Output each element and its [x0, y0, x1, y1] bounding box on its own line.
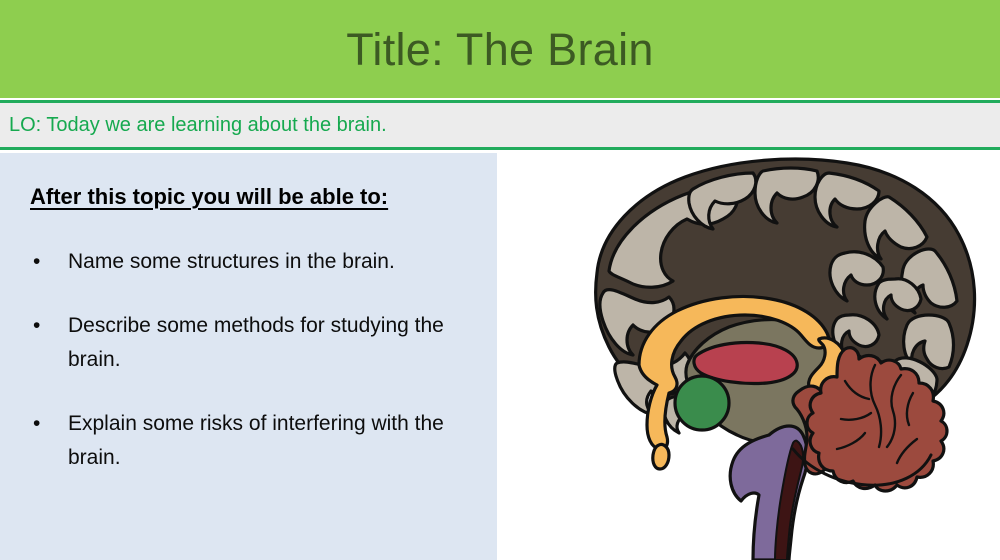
hypothalamus: [673, 374, 731, 432]
cortex-gyrus-parietal-3: [831, 313, 881, 357]
corpus-callosum: [637, 294, 831, 451]
objectives-list: • Name some structures in the brain. • D…: [0, 245, 497, 505]
cerebellum: [805, 346, 949, 493]
bullet-marker: •: [33, 412, 41, 435]
bullet-marker: •: [33, 250, 41, 273]
brainstem-channel: [774, 439, 805, 560]
objectives-heading: After this topic you will be able to:: [30, 184, 389, 209]
cortex-gyrus-superior-3: [813, 171, 881, 229]
cortex-gyrus-frontal-mid: [598, 288, 676, 357]
cortex-gyrus-posterior-1: [899, 247, 959, 315]
list-item-text: Describe some methods for studying the b…: [68, 314, 444, 371]
brain-diagram-icon: [594, 157, 977, 560]
list-item: • Name some structures in the brain.: [0, 245, 497, 279]
bullet-marker: •: [33, 314, 41, 337]
list-item: • Explain some risks of interfering with…: [0, 407, 497, 475]
cortex-gyrus-superior-2: [753, 166, 820, 225]
cerebellum-outer-shell-edge: [791, 447, 933, 487]
cerebellum-folia: [835, 363, 919, 465]
title-banner: Title: The Brain: [0, 0, 1000, 98]
learning-objective-bar: LO: Today we are learning about the brai…: [0, 100, 1000, 150]
list-item-text: Explain some risks of interfering with t…: [68, 412, 444, 469]
corpus-callosum-drip: [651, 442, 671, 471]
cortex-gyrus-superior-1: [687, 171, 758, 231]
learning-objective-text: LO: Today we are learning about the brai…: [9, 114, 387, 136]
cortex-gyrus-posterior-2: [902, 313, 956, 371]
page-title: Title: The Brain: [346, 23, 654, 75]
list-item-text: Name some structures in the brain.: [68, 250, 395, 273]
cortex-gyrus-parietal-2: [873, 277, 923, 321]
cortex-gyrus-superior-4: [863, 195, 929, 261]
figure-panel: [497, 153, 1000, 560]
objectives-panel: After this topic you will be able to: • …: [0, 153, 497, 560]
thalamus: [692, 340, 799, 386]
list-item: • Describe some methods for studying the…: [0, 309, 497, 377]
cortex-gyrus-parietal-1: [828, 250, 885, 303]
